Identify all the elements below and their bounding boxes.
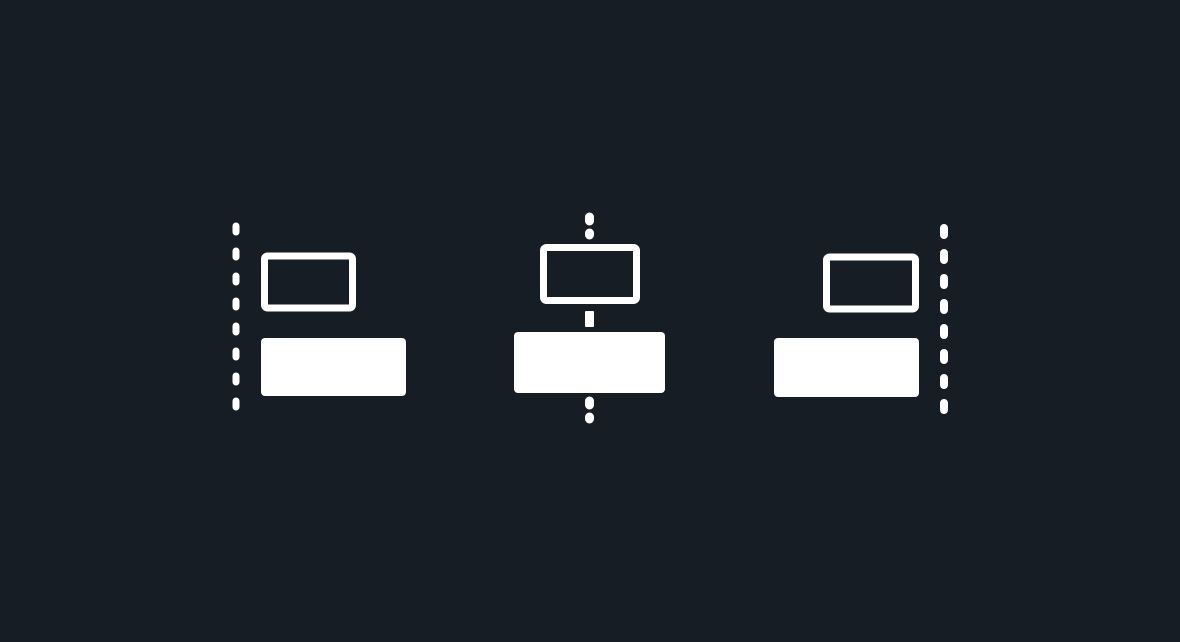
outlined-block [261, 252, 356, 312]
outlined-block [540, 244, 640, 304]
align-center-icon [514, 212, 665, 424]
filled-block [514, 332, 665, 393]
outlined-block [823, 253, 919, 313]
filled-block [261, 338, 406, 396]
center-connector [585, 311, 594, 327]
filled-block [774, 338, 919, 397]
align-right-icon [774, 224, 948, 428]
align-left-icon [232, 222, 406, 427]
